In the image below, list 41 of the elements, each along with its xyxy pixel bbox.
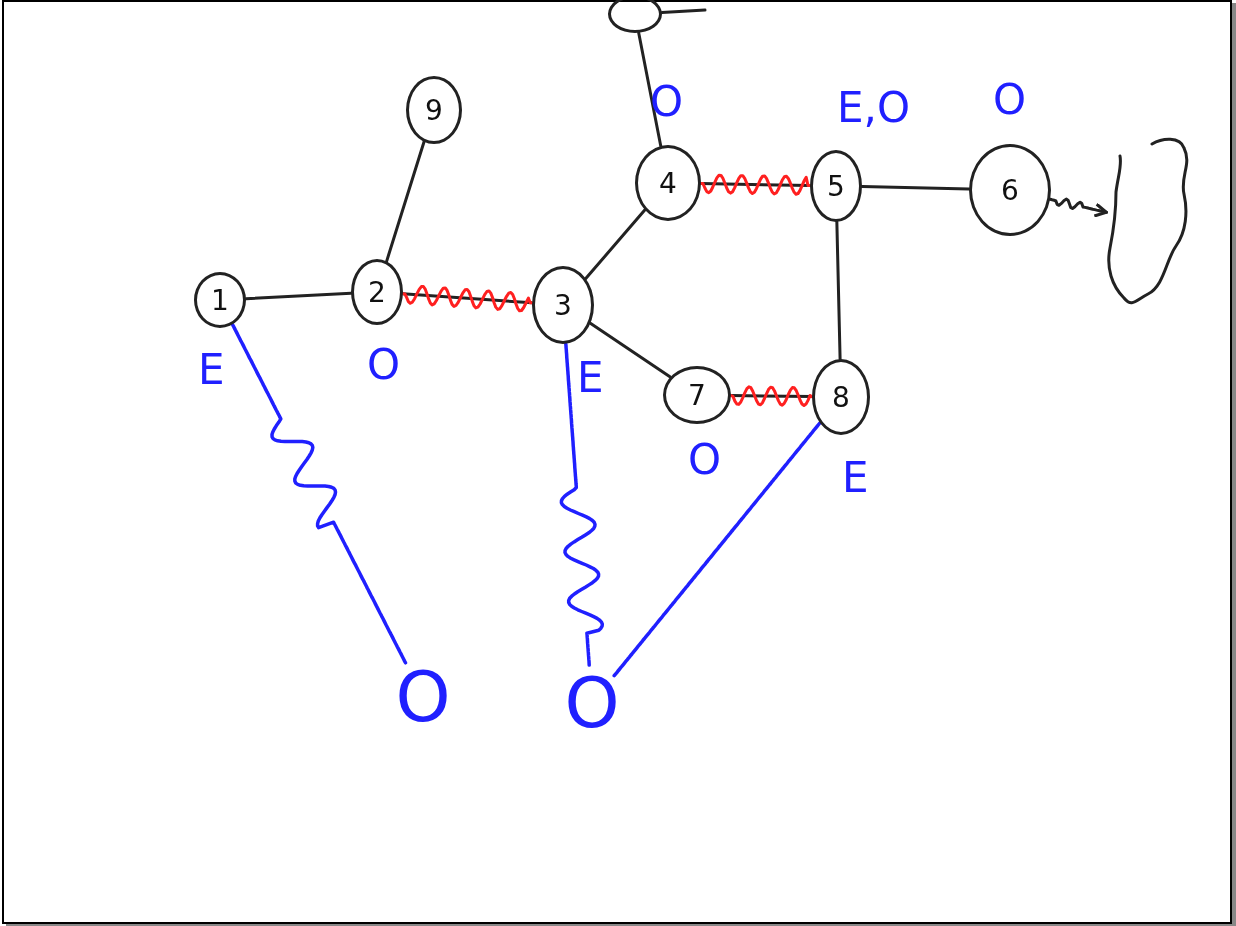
node-annotation: O <box>367 344 401 386</box>
edge-line <box>385 140 426 263</box>
node-annotation: E <box>198 349 225 391</box>
wavy-edge <box>559 342 605 667</box>
edge-line <box>860 185 971 191</box>
node-number: 8 <box>832 380 850 414</box>
node-annotation: O <box>688 439 722 481</box>
node-number: 9 <box>425 93 443 127</box>
node-annotation: E <box>577 357 604 399</box>
node-number: 1 <box>211 283 229 317</box>
node-number: 4 <box>659 166 677 200</box>
edge-line <box>588 321 672 379</box>
edge-line <box>244 291 353 301</box>
node-circle <box>812 359 870 435</box>
node-circle <box>194 272 246 328</box>
edge-line <box>637 31 663 148</box>
node-number: 2 <box>368 275 386 309</box>
node-circle <box>532 266 594 344</box>
node-annotation: O <box>993 79 1027 121</box>
node-number: 3 <box>554 288 572 322</box>
node-circle <box>351 259 403 325</box>
wavy-edge <box>612 421 822 678</box>
edge-line <box>660 8 707 14</box>
empty-node-circle <box>608 0 662 33</box>
node-number: 5 <box>827 169 845 203</box>
node-circle <box>663 366 731 424</box>
node-circle <box>635 145 701 221</box>
edge-line <box>584 208 647 281</box>
node-circle <box>969 144 1051 236</box>
node-label: O <box>560 665 624 741</box>
node-number: 6 <box>1001 173 1019 207</box>
node-annotation: O <box>650 81 684 123</box>
node-label: O <box>393 655 453 739</box>
edge-line <box>835 220 842 361</box>
node-number: 7 <box>688 378 706 412</box>
arrow <box>1048 197 1108 218</box>
node-annotation: E <box>842 457 869 499</box>
wavy-edge <box>230 322 408 665</box>
node-circle <box>406 76 462 144</box>
node-circle <box>810 150 862 222</box>
node-annotation: E,O <box>837 87 910 129</box>
